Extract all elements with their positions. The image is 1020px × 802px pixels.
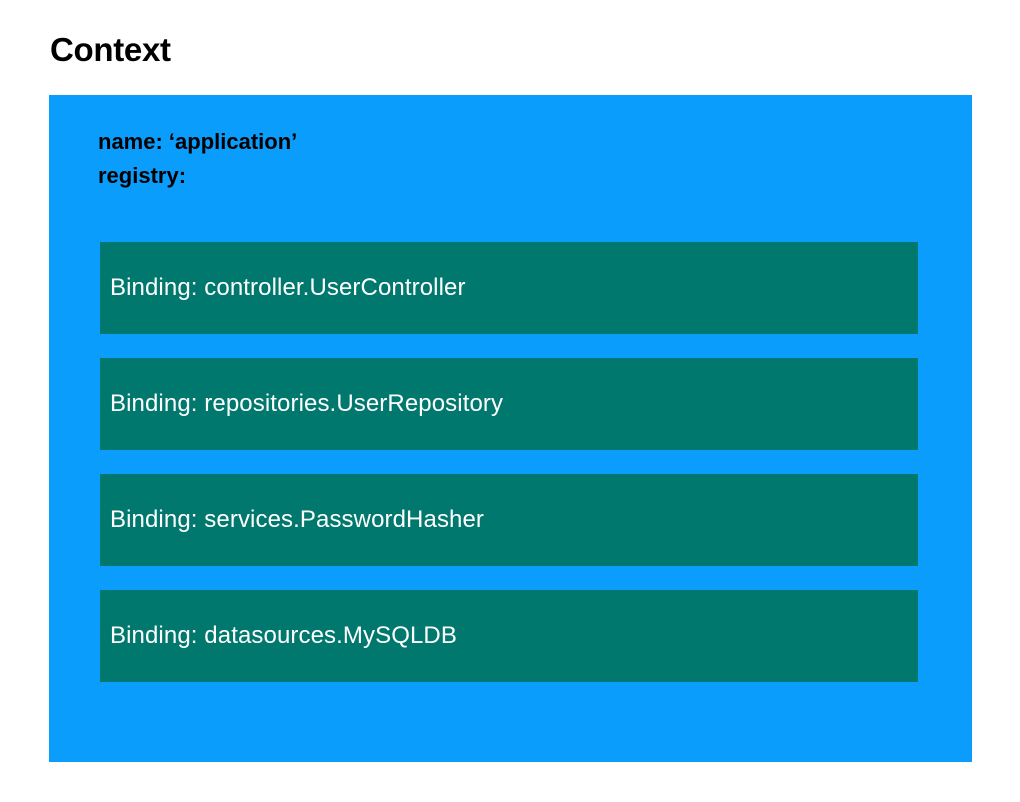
page-title: Context bbox=[50, 31, 171, 68]
binding-box-services: Binding: services.PasswordHasher bbox=[100, 474, 918, 566]
binding-label: Binding: services.PasswordHasher bbox=[110, 506, 485, 533]
binding-box-repositories: Binding: repositories.UserRepository bbox=[100, 358, 918, 450]
binding-label: Binding: repositories.UserRepository bbox=[110, 390, 504, 417]
context-properties: name: ‘application’ registry: bbox=[98, 125, 297, 193]
context-property-registry: registry: bbox=[98, 163, 187, 188]
binding-label: Binding: controller.UserController bbox=[110, 274, 466, 301]
context-container: name: ‘application’ registry: Binding: c… bbox=[49, 95, 972, 762]
registry-binding-list: Binding: controller.UserController Bindi… bbox=[100, 242, 918, 682]
binding-box-controller: Binding: controller.UserController bbox=[100, 242, 918, 334]
binding-label: Binding: datasources.MySQLDB bbox=[110, 622, 457, 649]
binding-box-datasources: Binding: datasources.MySQLDB bbox=[100, 590, 918, 682]
context-property-name: name: ‘application’ bbox=[98, 129, 298, 154]
